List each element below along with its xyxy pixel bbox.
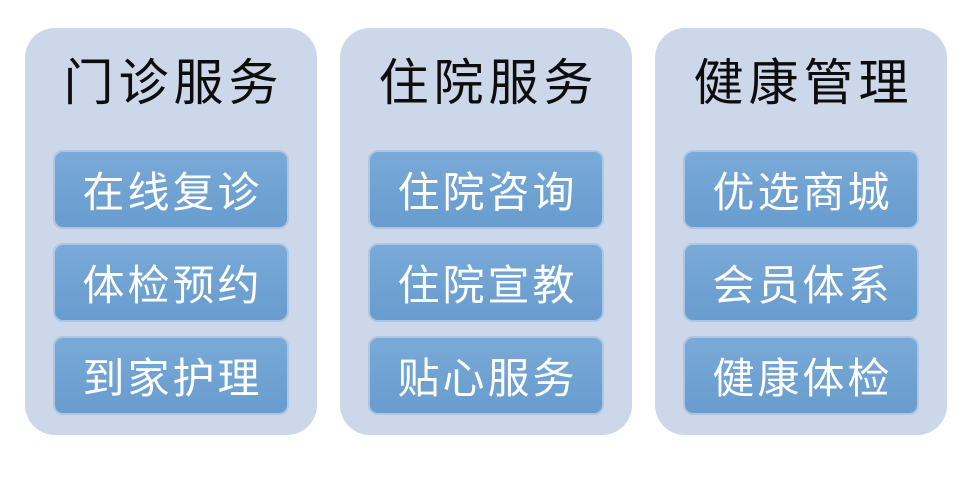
health-management-items: 优选商城 会员体系 健康体检 bbox=[683, 150, 919, 415]
outpatient-services-card: 门诊服务 在线复诊 体检预约 到家护理 bbox=[25, 28, 317, 435]
outpatient-services-title: 门诊服务 bbox=[63, 55, 284, 111]
item-online-followup[interactable]: 在线复诊 bbox=[53, 150, 289, 229]
item-checkup-appointment[interactable]: 体检预约 bbox=[53, 243, 289, 322]
item-health-checkup[interactable]: 健康体检 bbox=[683, 336, 919, 415]
item-home-nursing[interactable]: 到家护理 bbox=[53, 336, 289, 415]
card-row: 门诊服务 在线复诊 体检预约 到家护理 住院服务 住院咨询 住院宣教 贴心服务 … bbox=[25, 28, 947, 435]
outpatient-items: 在线复诊 体检预约 到家护理 bbox=[53, 150, 289, 415]
item-membership-system[interactable]: 会员体系 bbox=[683, 243, 919, 322]
inpatient-items: 住院咨询 住院宣教 贴心服务 bbox=[368, 150, 604, 415]
item-preferred-mall[interactable]: 优选商城 bbox=[683, 150, 919, 229]
health-management-card: 健康管理 优选商城 会员体系 健康体检 bbox=[655, 28, 947, 435]
inpatient-services-title: 住院服务 bbox=[378, 55, 599, 111]
health-management-title: 健康管理 bbox=[693, 55, 914, 111]
inpatient-services-card: 住院服务 住院咨询 住院宣教 贴心服务 bbox=[340, 28, 632, 435]
item-caring-service[interactable]: 贴心服务 bbox=[368, 336, 604, 415]
item-inpatient-consultation[interactable]: 住院咨询 bbox=[368, 150, 604, 229]
item-inpatient-education[interactable]: 住院宣教 bbox=[368, 243, 604, 322]
